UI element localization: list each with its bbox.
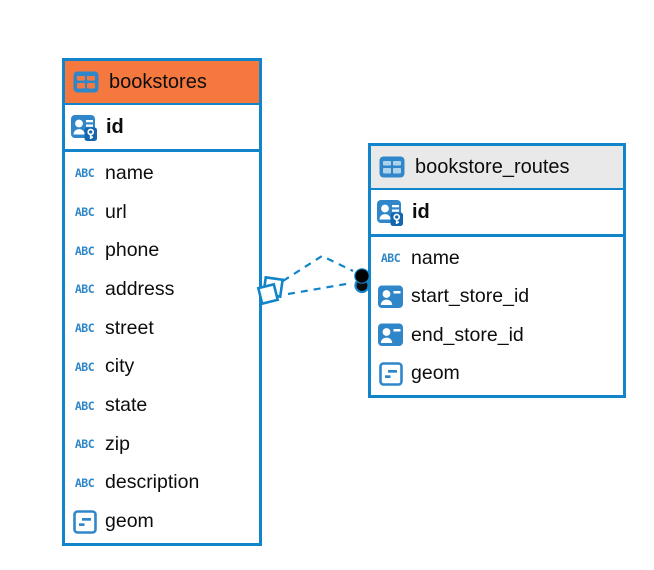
column-label: name bbox=[411, 246, 460, 269]
text-type-icon: ABC bbox=[74, 205, 95, 220]
table-bookstores-columns: ABC name ABC url ABC phone ABC address A… bbox=[65, 152, 259, 543]
column-row-state[interactable]: ABC state bbox=[65, 386, 259, 425]
table-bookstores[interactable]: bookstores id ABC name ABC url bbox=[62, 58, 262, 546]
geometry-type-icon bbox=[377, 361, 404, 386]
table-bookstores-header[interactable]: bookstores bbox=[65, 61, 259, 105]
relationship-line-lower[interactable] bbox=[287, 281, 353, 296]
column-label: zip bbox=[105, 432, 130, 455]
foreign-key-icon bbox=[377, 284, 404, 310]
primary-key-icon bbox=[71, 114, 98, 141]
table-icon bbox=[378, 156, 405, 178]
column-row-phone[interactable]: ABC phone bbox=[65, 231, 259, 270]
geometry-type-icon bbox=[71, 509, 98, 534]
column-label: end_store_id bbox=[411, 323, 524, 346]
column-row-end-store-id[interactable]: end_store_id bbox=[371, 316, 623, 355]
text-type-icon: ABC bbox=[74, 243, 95, 258]
column-label: description bbox=[105, 471, 200, 494]
text-type-icon: ABC bbox=[74, 437, 95, 452]
column-label: start_store_id bbox=[411, 285, 530, 308]
column-row-address[interactable]: ABC address bbox=[65, 270, 259, 309]
text-type-icon: ABC bbox=[74, 359, 95, 374]
column-row-street[interactable]: ABC street bbox=[65, 309, 259, 348]
column-label: id bbox=[412, 200, 430, 223]
source-square-marker-1 bbox=[261, 275, 285, 299]
target-dot-marker-2 bbox=[354, 277, 370, 294]
column-row-name[interactable]: ABC name bbox=[371, 239, 623, 278]
table-icon bbox=[72, 71, 99, 93]
column-row-id[interactable]: id bbox=[65, 105, 259, 152]
column-label: id bbox=[106, 115, 124, 138]
column-row-start-store-id[interactable]: start_store_id bbox=[371, 278, 623, 317]
table-bookstore-routes-header[interactable]: bookstore_routes bbox=[371, 146, 623, 190]
table-bookstore-routes-columns: ABC name start_store_id bbox=[371, 237, 623, 395]
column-row-id[interactable]: id bbox=[371, 190, 623, 237]
column-row-geom[interactable]: geom bbox=[65, 502, 259, 541]
foreign-key-icon bbox=[377, 322, 404, 348]
column-label: address bbox=[105, 277, 175, 300]
column-row-description[interactable]: ABC description bbox=[65, 464, 259, 503]
column-row-city[interactable]: ABC city bbox=[65, 348, 259, 387]
column-label: city bbox=[105, 355, 135, 378]
column-row-url[interactable]: ABC url bbox=[65, 193, 259, 232]
text-type-icon: ABC bbox=[74, 475, 95, 490]
column-label: name bbox=[105, 161, 154, 184]
column-label: url bbox=[105, 200, 127, 223]
text-type-icon: ABC bbox=[74, 321, 95, 336]
column-label: geom bbox=[105, 510, 154, 533]
text-type-icon: ABC bbox=[380, 251, 401, 266]
text-type-icon: ABC bbox=[74, 282, 95, 297]
relationship-line-upper[interactable] bbox=[282, 254, 354, 282]
column-row-zip[interactable]: ABC zip bbox=[65, 425, 259, 464]
column-row-geom[interactable]: geom bbox=[371, 355, 623, 394]
column-label: geom bbox=[411, 362, 460, 385]
column-row-name[interactable]: ABC name bbox=[65, 154, 259, 193]
text-type-icon: ABC bbox=[74, 166, 95, 181]
primary-key-icon bbox=[377, 199, 404, 226]
table-title: bookstore_routes bbox=[415, 155, 570, 178]
column-label: phone bbox=[105, 239, 160, 262]
table-bookstore-routes[interactable]: bookstore_routes id ABC name bbox=[368, 143, 626, 398]
text-type-icon: ABC bbox=[74, 398, 95, 413]
table-title: bookstores bbox=[109, 70, 207, 93]
column-label: state bbox=[105, 394, 148, 417]
column-label: street bbox=[105, 316, 154, 339]
